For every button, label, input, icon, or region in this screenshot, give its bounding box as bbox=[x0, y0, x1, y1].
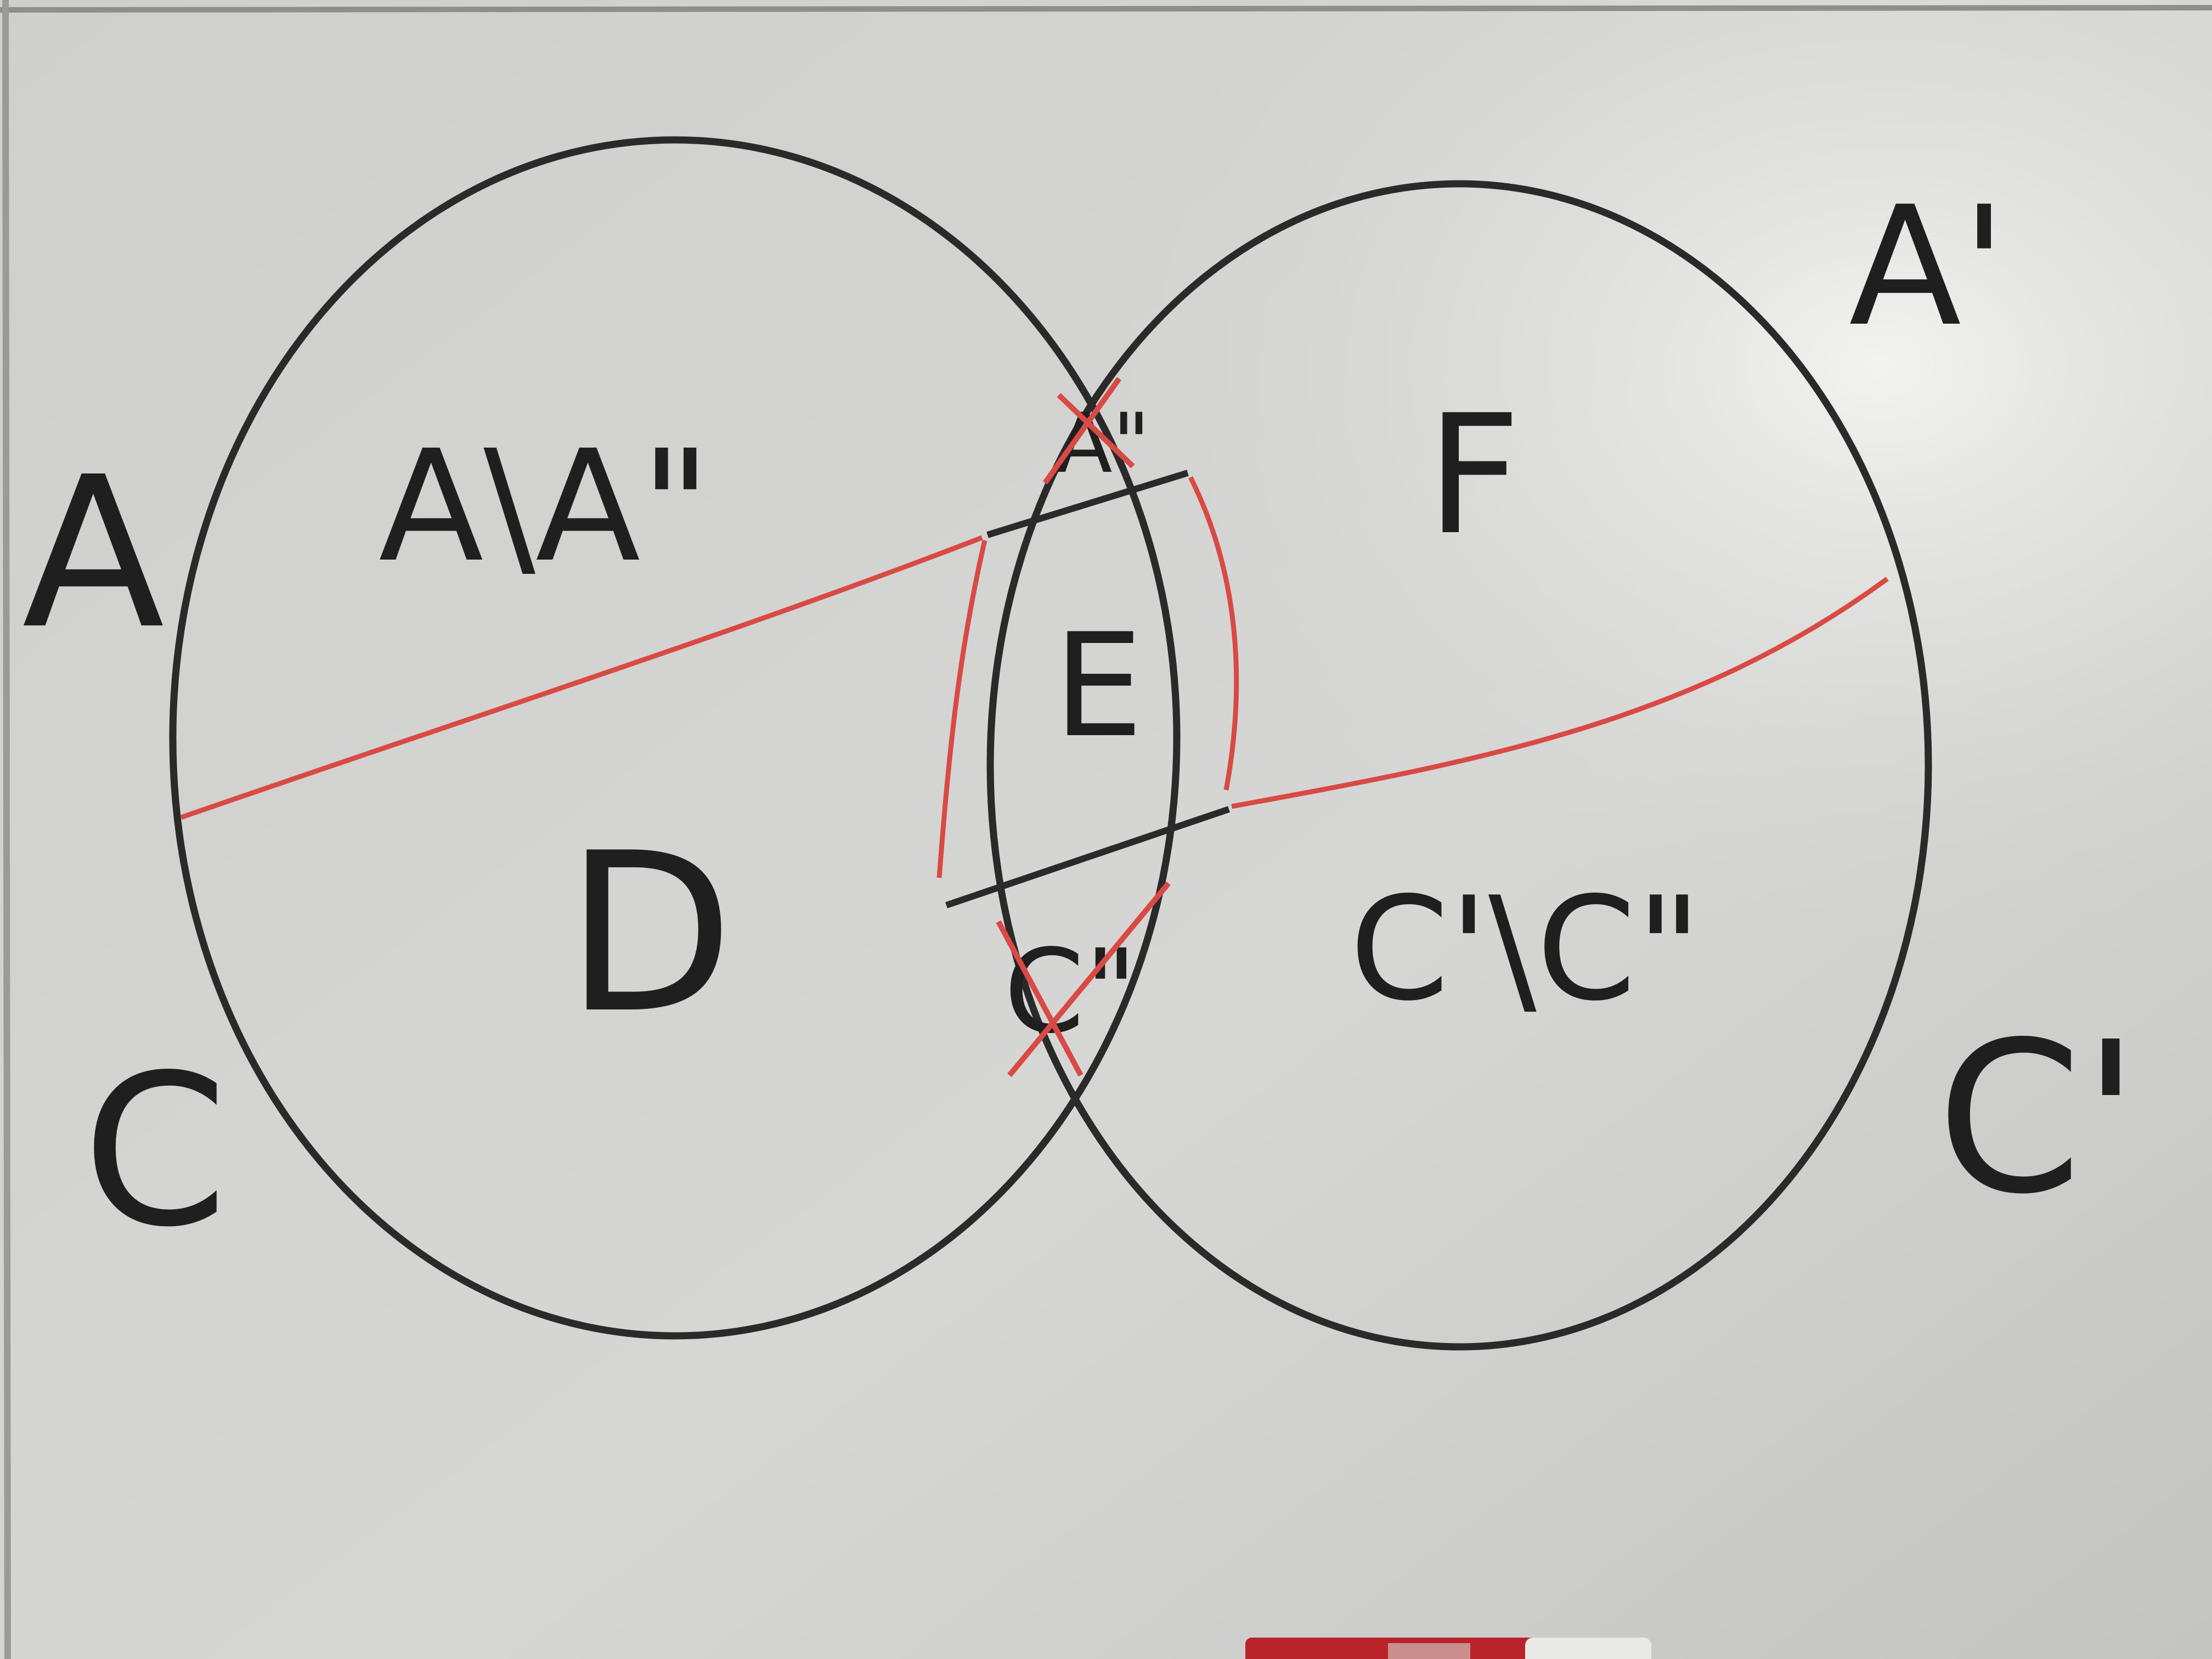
red-lens-right bbox=[1188, 476, 1239, 791]
label-c: C bbox=[82, 1030, 228, 1273]
cross-out-a-double bbox=[1042, 377, 1135, 484]
lower-lens-chord bbox=[945, 806, 1230, 909]
right-circle bbox=[986, 180, 1932, 1351]
label-c-prime: C' bbox=[1937, 997, 2140, 1240]
label-a-minus-a-double: A\A" bbox=[379, 417, 711, 596]
label-f: F bbox=[1426, 380, 1521, 571]
red-lens-left bbox=[936, 539, 988, 878]
board-frame-top bbox=[0, 5, 2212, 13]
label-e: E bbox=[1053, 603, 1143, 769]
red-line-right bbox=[1231, 577, 1889, 809]
cross-out-c-double bbox=[996, 881, 1171, 1077]
label-a: A bbox=[22, 432, 165, 675]
left-circle bbox=[169, 136, 1181, 1340]
label-c-minus-c-double: C'\C" bbox=[1350, 867, 1702, 1032]
upper-lens-chord bbox=[986, 470, 1189, 538]
board-frame-left bbox=[2, 0, 11, 1659]
red-line-left bbox=[180, 535, 983, 820]
label-a-prime: A' bbox=[1849, 171, 2007, 363]
label-d: D bbox=[565, 806, 734, 1062]
red-marker bbox=[1245, 1638, 1651, 1659]
